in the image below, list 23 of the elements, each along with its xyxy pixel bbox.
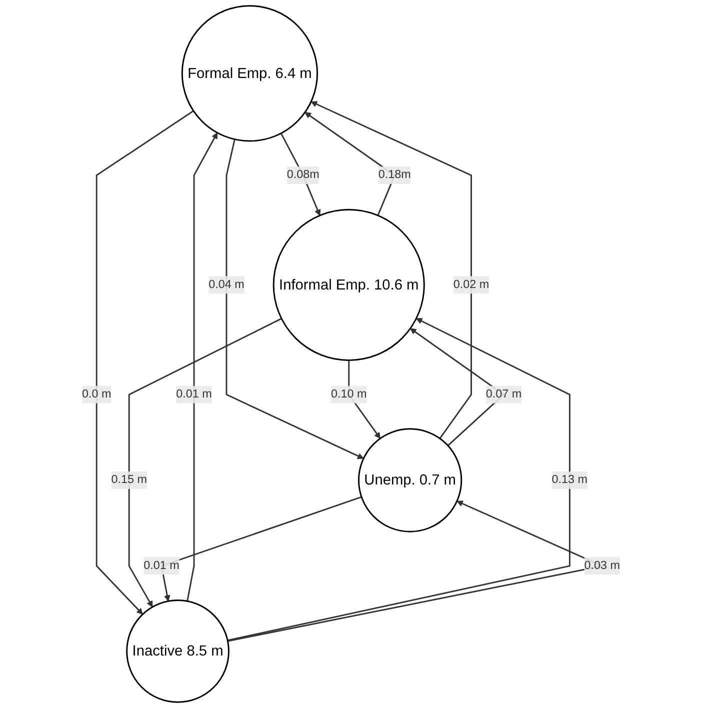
- edge-label: 0.01 m: [176, 388, 212, 400]
- arrow: [128, 318, 282, 608]
- node-circle: [181, 5, 318, 142]
- edge-label: 0.04 m: [208, 278, 244, 291]
- edge-label: 0.13 m: [552, 474, 588, 486]
- edge-label: 0.15 m: [111, 474, 147, 486]
- edge-label: 0.03 m: [584, 559, 620, 572]
- node-circle: [358, 428, 462, 532]
- node-circle: [126, 600, 230, 703]
- arrow: [160, 496, 362, 602]
- edge-label: 0.10 m: [331, 388, 367, 400]
- node-circle: [272, 208, 425, 361]
- edge-label: 0.01 m: [144, 559, 180, 572]
- arrow: [96, 110, 194, 615]
- edge-label: 0.18m: [378, 168, 411, 182]
- arrow: [280, 132, 321, 216]
- arrow: [186, 132, 218, 602]
- edge-label: 0.08m: [286, 168, 320, 182]
- arrow: [227, 318, 570, 642]
- arrow: [226, 139, 364, 459]
- edge-label: 0.07 m: [486, 388, 522, 400]
- edge-label: 0.02 m: [453, 278, 490, 291]
- edge-label: 0.0 m: [82, 388, 112, 400]
